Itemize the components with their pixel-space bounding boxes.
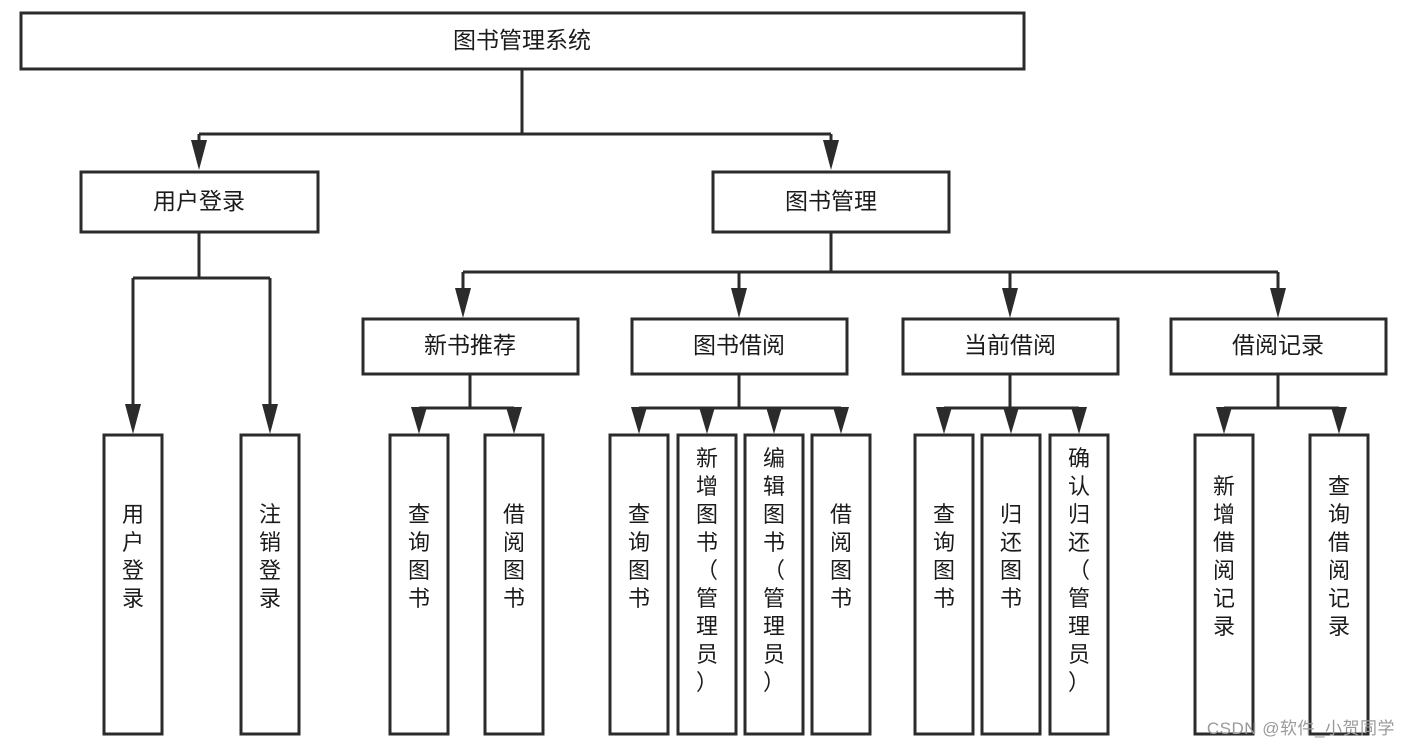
node-root-label: 图书管理系统 [453, 27, 591, 53]
node-leaf-new-book-1[interactable]: 查询图书 [388, 433, 450, 736]
arrow-head-borrow-records-leaf-1 [1216, 407, 1232, 434]
node-leaf-current-borrow-3[interactable]: 确认归还（管理员） [1048, 433, 1110, 736]
node-leaf-borrow-records-2-label: 查询借阅记录 [1328, 474, 1350, 639]
arrow-head-book-borrow-leaf-4 [833, 407, 849, 434]
node-leaf-book-borrow-1[interactable]: 查询图书 [608, 433, 670, 736]
connector-group-root [191, 69, 839, 170]
connector-group-borrow-records [1216, 374, 1347, 434]
node-leaf-book-borrow-4-box[interactable] [810, 433, 872, 736]
node-leaf-book-borrow-1-label: 查询图书 [628, 502, 650, 611]
node-user-login-label: 用户登录 [153, 188, 245, 214]
node-root-box[interactable] [19, 11, 1026, 71]
arrow-head-user-login-leaf-1 [125, 404, 141, 434]
node-leaf-book-borrow-3-label: 编辑图书（管理员） [763, 446, 785, 695]
arrow-head-new-book-leaf-2 [506, 407, 522, 434]
arrow-head-book-borrow-leaf-3 [766, 407, 782, 434]
node-leaf-book-borrow-2[interactable]: 新增图书（管理员） [676, 433, 738, 736]
arrow-head-current-borrow [1002, 288, 1018, 318]
arrow-head-user-login-leaf-2 [262, 404, 278, 434]
node-new-book-recommend-label: 新书推荐 [424, 332, 516, 358]
node-leaf-new-book-1-box[interactable] [388, 433, 450, 736]
node-leaf-current-borrow-2-box[interactable] [980, 433, 1042, 736]
node-leaf-book-borrow-4[interactable]: 借阅图书 [810, 433, 872, 736]
arrow-head-borrow-records-leaf-2 [1331, 407, 1347, 434]
connector-group-user-login [125, 232, 278, 434]
node-root-book-management-system[interactable]: 图书管理系统 [19, 11, 1026, 71]
node-leaf-current-borrow-2-label: 归还图书 [1000, 502, 1022, 611]
node-book-borrow-box[interactable] [630, 317, 849, 376]
arrow-head-user-login [191, 140, 207, 170]
arrow-head-current-borrow-leaf-2 [1003, 407, 1019, 434]
node-leaf-book-borrow-4-label: 借阅图书 [830, 502, 852, 611]
node-borrow-records-label: 借阅记录 [1232, 332, 1324, 358]
node-book-management-label: 图书管理 [785, 188, 877, 214]
node-leaf-new-book-2[interactable]: 借阅图书 [483, 433, 545, 736]
arrow-head-current-borrow-leaf-1 [936, 407, 952, 434]
node-leaf-current-borrow-1-box[interactable] [913, 433, 975, 736]
node-borrow-records-box[interactable] [1169, 317, 1388, 376]
arrow-head-book-borrow [731, 288, 747, 318]
node-leaf-borrow-records-1-label: 新增借阅记录 [1213, 474, 1235, 639]
node-leaf-book-borrow-1-box[interactable] [608, 433, 670, 736]
node-leaf-new-book-2-label: 借阅图书 [503, 502, 525, 611]
arrow-head-book-borrow-leaf-1 [631, 407, 647, 434]
node-leaf-user-login-2-label: 注销登录 [259, 502, 281, 611]
node-leaf-current-borrow-3-box[interactable] [1048, 433, 1110, 736]
node-current-borrow-box[interactable] [901, 317, 1120, 376]
csdn-watermark: CSDN @软件_小贺同学 [1206, 719, 1395, 738]
node-leaf-new-book-2-box[interactable] [483, 433, 545, 736]
node-leaf-current-borrow-2[interactable]: 归还图书 [980, 433, 1042, 736]
node-leaf-book-borrow-3-box[interactable] [743, 433, 805, 736]
node-leaf-current-borrow-1-label: 查询图书 [933, 502, 955, 611]
node-new-book-recommend-box[interactable] [361, 317, 580, 376]
node-leaf-user-login-1[interactable]: 用户登录 [102, 433, 164, 736]
node-leaf-current-borrow-3-label: 确认归还（管理员） [1068, 446, 1090, 695]
node-book-management-box[interactable] [711, 170, 951, 234]
node-book-borrow-label: 图书借阅 [693, 332, 785, 358]
node-book-borrow[interactable]: 图书借阅 [630, 317, 849, 376]
node-leaf-borrow-records-2[interactable]: 查询借阅记录 [1308, 433, 1370, 736]
node-leaf-user-login-2-box[interactable] [239, 433, 301, 736]
arrow-head-new-book-recommend [455, 288, 471, 318]
node-leaf-user-login-1-box[interactable] [102, 433, 164, 736]
node-current-borrow[interactable]: 当前借阅 [901, 317, 1120, 376]
node-new-book-recommend[interactable]: 新书推荐 [361, 317, 580, 376]
node-leaf-new-book-1-label: 查询图书 [408, 502, 430, 611]
node-book-management[interactable]: 图书管理 [711, 170, 951, 234]
node-user-login[interactable]: 用户登录 [79, 170, 320, 234]
node-user-login-box[interactable] [79, 170, 320, 234]
node-leaf-user-login-2[interactable]: 注销登录 [239, 433, 301, 736]
connector-group-current-borrow [936, 374, 1087, 434]
arrow-head-borrow-records [1270, 288, 1286, 318]
node-leaf-borrow-records-1-box[interactable] [1193, 433, 1255, 736]
node-current-borrow-label: 当前借阅 [964, 332, 1056, 358]
arrow-head-new-book-leaf-1 [411, 407, 427, 434]
node-leaf-book-borrow-3[interactable]: 编辑图书（管理员） [743, 433, 805, 736]
connector-group-new-book-recommend [411, 374, 522, 434]
arrow-head-current-borrow-leaf-3 [1071, 407, 1087, 434]
node-leaf-borrow-records-1[interactable]: 新增借阅记录 [1193, 433, 1255, 736]
connector-group-book-manage [455, 232, 1286, 318]
node-leaf-borrow-records-2-box[interactable] [1308, 433, 1370, 736]
node-borrow-records[interactable]: 借阅记录 [1169, 317, 1388, 376]
arrow-head-book-manage [823, 140, 839, 170]
connector-group-book-borrow [631, 374, 849, 434]
node-leaf-book-borrow-2-box[interactable] [676, 433, 738, 736]
node-leaf-book-borrow-2-label: 新增图书（管理员） [696, 446, 718, 695]
node-leaf-user-login-1-label: 用户登录 [122, 502, 144, 611]
node-leaf-current-borrow-1[interactable]: 查询图书 [913, 433, 975, 736]
arrow-head-book-borrow-leaf-2 [699, 407, 715, 434]
